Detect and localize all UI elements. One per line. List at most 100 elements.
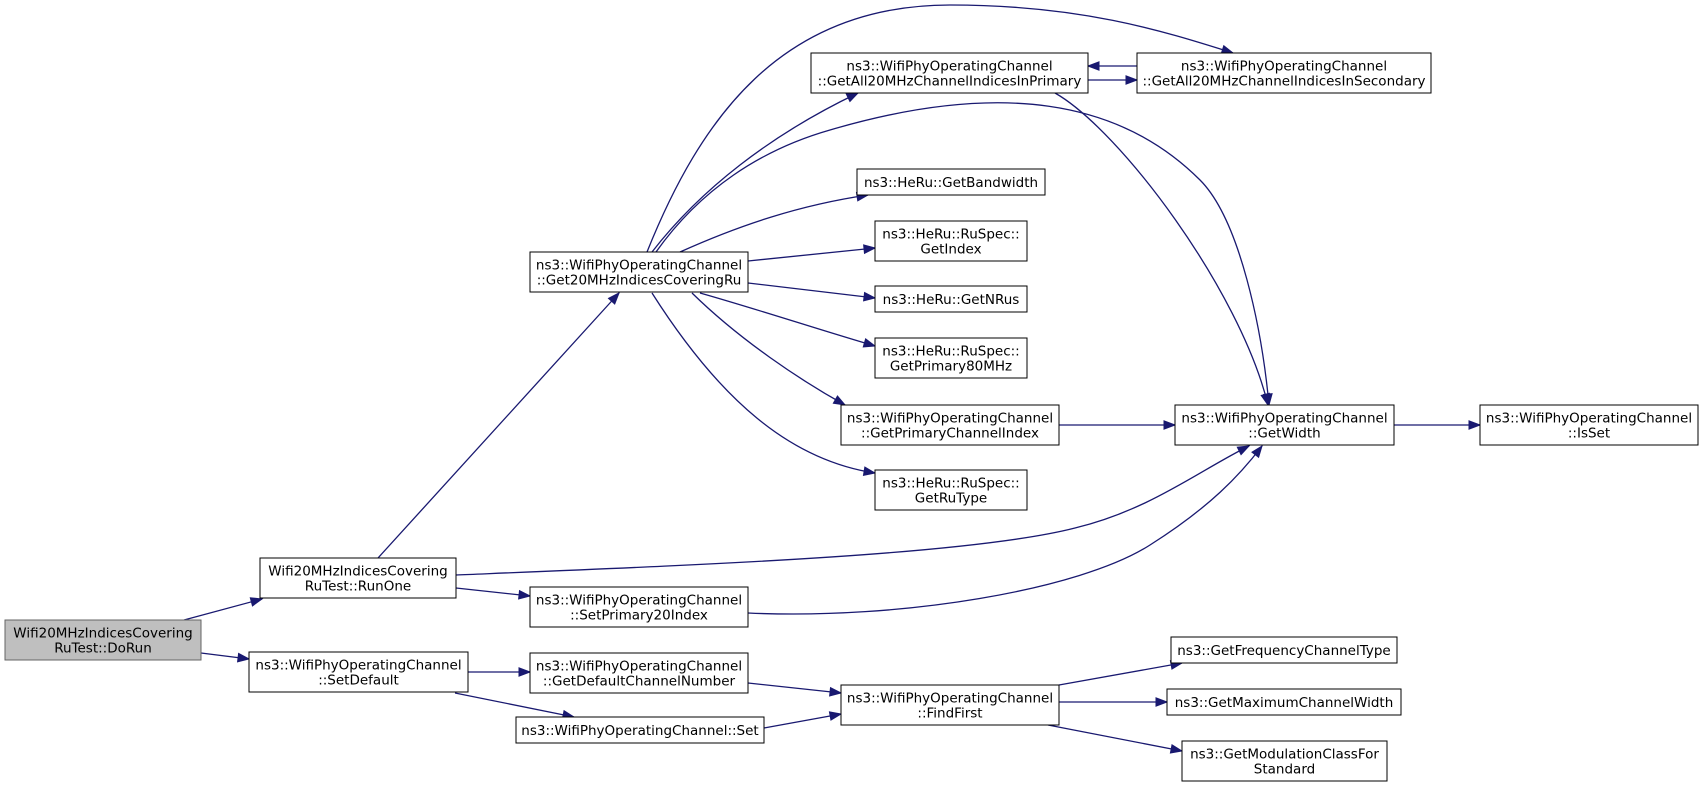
node-setprimary20[interactable]: ns3::WifiPhyOperatingChannel::SetPrimary…: [529, 586, 749, 628]
node-label: ns3::GetModulationClassFor: [1190, 747, 1379, 763]
node-getnrus[interactable]: ns3::HeRu::GetNRus: [874, 285, 1028, 313]
arrowhead: [862, 338, 877, 348]
arrowhead: [1163, 420, 1177, 430]
arrowhead: [1260, 392, 1270, 407]
arrowhead: [607, 291, 620, 305]
arrowhead: [845, 92, 860, 103]
node-box[interactable]: [529, 251, 749, 293]
node-label: ns3::WifiPhyOperatingChannel: [536, 258, 742, 274]
node-box[interactable]: [874, 285, 1028, 313]
node-set[interactable]: ns3::WifiPhyOperatingChannel::Set: [515, 716, 765, 744]
edge-get20mhz-to-getall20primary: [651, 92, 860, 253]
edge-line: [1047, 724, 1183, 752]
node-box[interactable]: [810, 52, 1089, 94]
node-getall20secondary[interactable]: ns3::WifiPhyOperatingChannel::GetAll20MH…: [1136, 52, 1432, 94]
node-label: ns3::HeRu::RuSpec::: [882, 344, 1019, 360]
arrowhead: [829, 686, 843, 697]
edge-line: [747, 682, 842, 694]
node-getindex[interactable]: ns3::HeRu::RuSpec::GetIndex: [874, 220, 1028, 262]
node-label: ns3::WifiPhyOperatingChannel: [536, 593, 742, 609]
edge-getall20primary-to-getall20secondary: [1088, 75, 1139, 85]
edge-line: [1058, 662, 1183, 686]
node-box[interactable]: [515, 716, 765, 744]
node-label: ::GetWidth: [1248, 426, 1320, 442]
edge-setdefault-to-set: [454, 692, 576, 720]
node-label: ::GetAll20MHzChannelIndicesInPrimary: [818, 74, 1082, 90]
edge-line: [455, 587, 531, 597]
node-label: ns3::WifiPhyOperatingChannel: [255, 658, 461, 674]
edge-line: [454, 692, 575, 718]
nodes-layer: Wifi20MHzIndicesCoveringRuTest::DoRunWif…: [4, 52, 1699, 782]
edge-line: [377, 292, 620, 559]
node-box[interactable]: [1166, 688, 1402, 716]
node-label: ns3::GetMaximumChannelWidth: [1175, 695, 1394, 711]
node-label: ns3::HeRu::GetBandwidth: [864, 175, 1038, 191]
node-label: ::GetDefaultChannelNumber: [543, 674, 736, 690]
arrowhead: [1086, 61, 1100, 71]
edge-get20mhz-to-getall20secondary: [646, 4, 1235, 253]
edge-runone-to-getwidth: [455, 445, 1251, 576]
edge-line: [455, 445, 1250, 576]
node-getbandwidth[interactable]: ns3::HeRu::GetBandwidth: [856, 168, 1046, 196]
node-findfirst[interactable]: ns3::WifiPhyOperatingChannel::FindFirst: [840, 684, 1060, 726]
node-label: ns3::WifiPhyOperatingChannel: [846, 59, 1052, 75]
node-getmaxwidth[interactable]: ns3::GetMaximumChannelWidth: [1166, 688, 1402, 716]
node-getrutype[interactable]: ns3::HeRu::RuSpec::GetRuType: [874, 469, 1028, 511]
node-getdefaultch[interactable]: ns3::WifiPhyOperatingChannel::GetDefault…: [529, 652, 749, 694]
node-box[interactable]: [1174, 404, 1395, 446]
node-box[interactable]: [1479, 404, 1699, 446]
node-getprimarych[interactable]: ns3::WifiPhyOperatingChannel::GetPrimary…: [840, 404, 1060, 446]
node-box[interactable]: [874, 469, 1028, 511]
node-label: ns3::HeRu::GetNRus: [883, 292, 1020, 308]
node-box[interactable]: [1136, 52, 1432, 94]
node-setdefault[interactable]: ns3::WifiPhyOperatingChannel::SetDefault: [248, 651, 469, 693]
edge-getwidth-to-isset: [1394, 420, 1482, 430]
node-getfreqtype[interactable]: ns3::GetFrequencyChannelType: [1170, 636, 1398, 664]
edge-get20mhz-to-getprimary80: [699, 292, 877, 348]
node-label: ns3::WifiPhyOperatingChannel: [847, 691, 1053, 707]
arrowhead: [249, 597, 264, 607]
edge-line: [183, 598, 263, 621]
node-box[interactable]: [1170, 636, 1398, 664]
node-getall20primary[interactable]: ns3::WifiPhyOperatingChannel::GetAll20MH…: [810, 52, 1089, 94]
node-box[interactable]: [874, 220, 1028, 262]
edge-line: [747, 282, 876, 299]
node-label: Wifi20MHzIndicesCovering: [268, 564, 447, 580]
node-label: ns3::WifiPhyOperatingChannel: [1181, 59, 1387, 75]
node-get20mhz[interactable]: ns3::WifiPhyOperatingChannel::Get20MHzIn…: [529, 251, 749, 293]
node-getwidth[interactable]: ns3::WifiPhyOperatingChannel::GetWidth: [1174, 404, 1395, 446]
edge-get20mhz-to-getnrus: [747, 282, 877, 302]
node-box[interactable]: [248, 651, 469, 693]
node-box[interactable]: [874, 337, 1028, 379]
node-box[interactable]: [1181, 740, 1388, 782]
node-box[interactable]: [840, 684, 1060, 726]
edge-line: [691, 292, 846, 406]
node-box[interactable]: [856, 168, 1046, 196]
edge-getprimarych-to-getwidth: [1059, 420, 1177, 430]
edge-get20mhz-to-getprimarych: [691, 292, 847, 406]
arrowhead: [832, 395, 847, 406]
node-label: ::FindFirst: [917, 706, 982, 722]
node-label: ::SetDefault: [318, 673, 399, 689]
node-box[interactable]: [259, 557, 457, 599]
arrowhead: [828, 711, 843, 721]
edge-get20mhz-to-getindex: [747, 244, 877, 262]
arrowhead: [1236, 445, 1251, 456]
arrowhead: [1468, 420, 1482, 430]
node-label: ns3::GetFrequencyChannelType: [1177, 643, 1391, 659]
edge-line: [646, 4, 1234, 253]
node-box[interactable]: [529, 586, 749, 628]
node-getprimary80[interactable]: ns3::HeRu::RuSpec::GetPrimary80MHz: [874, 337, 1028, 379]
node-box[interactable]: [529, 652, 749, 694]
arrowhead: [1155, 697, 1169, 707]
node-isset[interactable]: ns3::WifiPhyOperatingChannel::IsSet: [1479, 404, 1699, 446]
node-box[interactable]: [840, 404, 1060, 446]
node-label: Wifi20MHzIndicesCovering: [13, 626, 192, 642]
node-label: ::GetAll20MHzChannelIndicesInSecondary: [1142, 74, 1425, 90]
node-box[interactable]: [4, 619, 202, 661]
arrowhead: [518, 667, 532, 677]
